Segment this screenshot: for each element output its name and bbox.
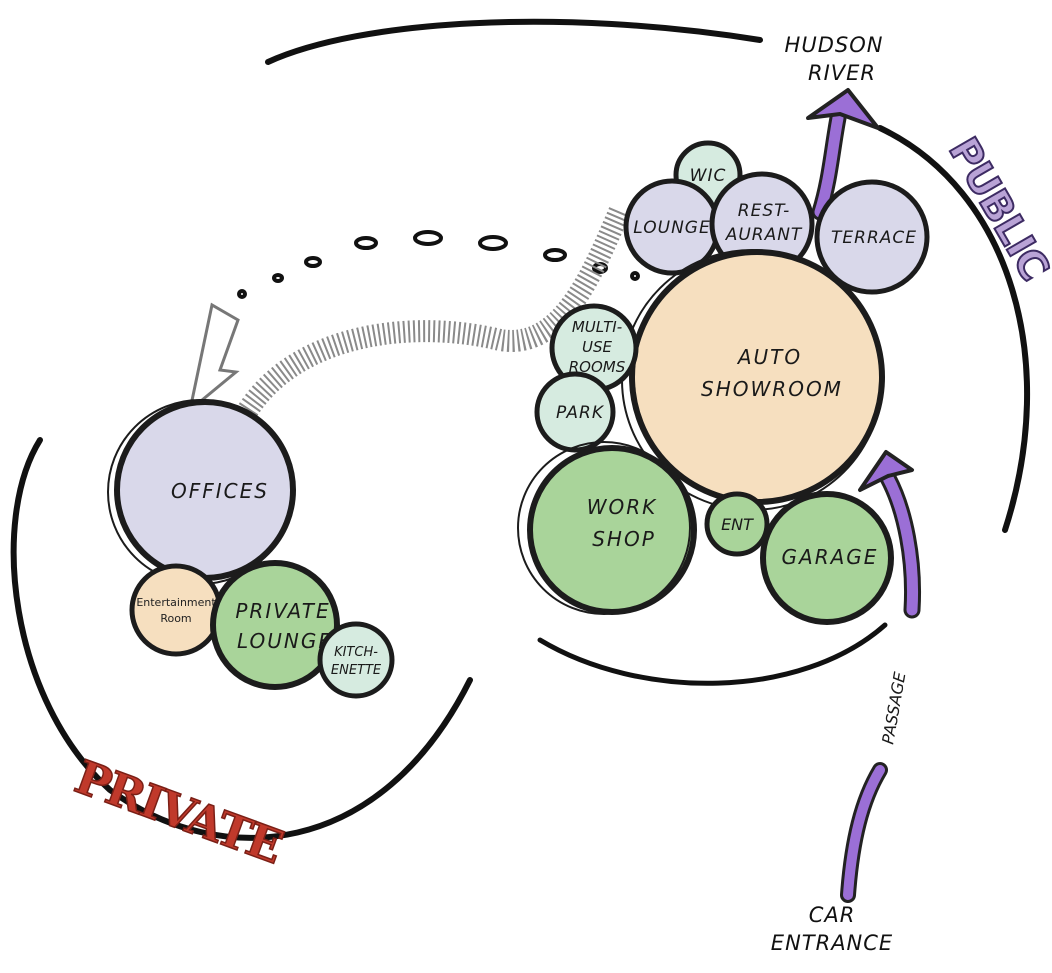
bubble-kitchenette: KITCH- ENETTE [317, 621, 395, 699]
top-zone-arc [265, 18, 763, 65]
label-private-lounge-1: PRIVATE [235, 599, 330, 623]
bubble-entertainment-room: Entertainment Room [129, 563, 223, 657]
label-lounge: LOUNGE [633, 218, 710, 238]
label-public-zone: PUBLIC [939, 130, 1052, 288]
bubble-private-lounge: PRIVATE LOUNGE [210, 560, 340, 690]
label-terrace: TERRACE [831, 228, 917, 248]
public-inner-arc [537, 622, 888, 686]
bubble-workshop: WORK SHOP [517, 441, 697, 615]
label-wic: WIC [690, 166, 727, 186]
hudson-arrowhead [806, 88, 880, 130]
label-car: CAR [809, 903, 856, 927]
label-kitchenette-1: KITCH- [334, 645, 378, 660]
label-kitchenette-2: ENETTE [331, 663, 382, 678]
public-zone-arc [877, 125, 1031, 533]
label-river: RIVER [808, 61, 876, 85]
label-workshop-1: WORK [587, 495, 658, 519]
label-restaurant-2: AURANT [725, 225, 803, 245]
bubble-terrace: TERRACE [814, 179, 930, 295]
label-entertainment-2: Room [160, 612, 191, 625]
bubble-offices: OFFICES [107, 399, 296, 585]
hatched-connection [238, 205, 631, 417]
dotted-connection [237, 230, 640, 299]
label-passage: PASSAGE [878, 670, 910, 746]
private-zone-arc [10, 437, 473, 841]
label-multi-1: MULTI- [572, 318, 622, 336]
label-auto-2: SHOWROOM [701, 377, 843, 401]
bubble-park: PARK [534, 371, 616, 453]
label-multi-2: USE [582, 338, 613, 356]
bubble-auto-showroom: AUTO SHOWROOM [621, 249, 885, 511]
bubble-ent: ENT [704, 491, 770, 557]
label-hudson: HUDSON [785, 33, 884, 57]
label-private-lounge-2: LOUNGE [237, 629, 333, 653]
garage-arrow-shaft-fill [882, 472, 918, 616]
garage-arrowhead [858, 450, 914, 492]
label-workshop-2: SHOP [592, 527, 656, 551]
label-park: PARK [556, 403, 605, 423]
bubble-restaurant: REST- AURANT [709, 171, 815, 277]
label-entertainment-1: Entertainment [136, 596, 216, 609]
label-private-zone: PRIVATE [68, 750, 288, 874]
bubble-garage: GARAGE [760, 491, 894, 625]
hudson-arrow-shaft-fill [814, 112, 844, 218]
bubble-lounge: LOUNGE [623, 178, 721, 276]
label-restaurant-1: REST- [738, 201, 790, 221]
label-entrance: ENTRANCE [771, 931, 893, 955]
label-garage: GARAGE [782, 545, 879, 569]
label-multi-3: ROOMS [569, 358, 626, 376]
label-offices: OFFICES [171, 479, 269, 503]
hatched-arrowhead [187, 302, 240, 414]
label-ent: ENT [721, 515, 754, 534]
label-auto-1: AUTO [736, 345, 802, 369]
car-entrance-arrow-shaft-fill [843, 765, 885, 900]
